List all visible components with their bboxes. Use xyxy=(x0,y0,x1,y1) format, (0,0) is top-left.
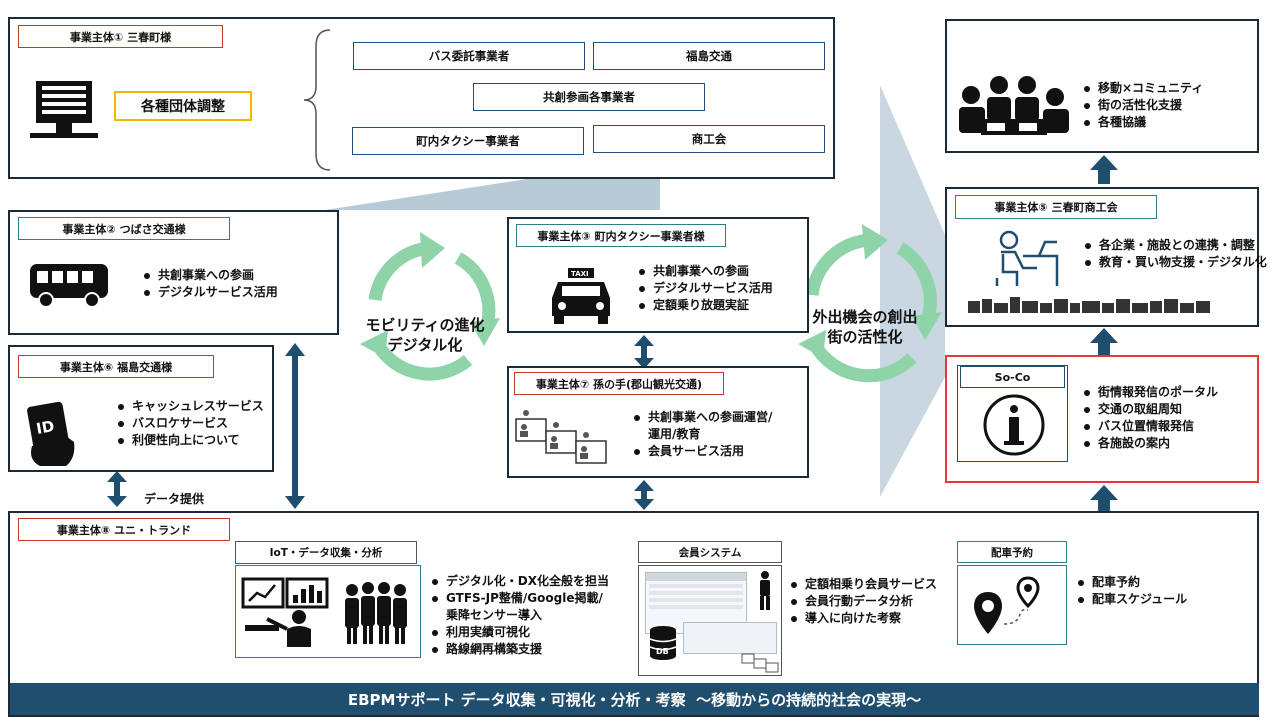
entity3-item: 定額乗り放題実証 xyxy=(637,297,773,314)
member-system-label: 会員システム xyxy=(638,541,782,563)
dispatch-image-frame xyxy=(957,565,1067,645)
iot-label: IoT・データ収集・分析 xyxy=(235,541,417,564)
entity7-item: 共創事業への参画運営/ xyxy=(632,409,772,426)
up-arrows xyxy=(1090,155,1118,511)
entity6-item: バスロケサービス xyxy=(116,415,264,432)
soco-item: 街情報発信のポータル xyxy=(1082,384,1218,401)
curly-brace xyxy=(303,29,331,171)
townscape-icon xyxy=(968,297,1210,313)
iot-item: 利用実績可視化 xyxy=(430,624,609,641)
partner-fukushima-kotsu: 福島交通 xyxy=(593,42,825,70)
iot-list: デジタル化・DX化全般を担当 GTFS-JP整備/Google掲載/ 乗降センサ… xyxy=(430,573,609,658)
iot-image-frame xyxy=(235,565,421,658)
member-list: 定額相乗り会員サービス 会員行動データ分析 導入に向けた考察 xyxy=(789,576,937,627)
data-flow-label: データ提供 xyxy=(144,492,205,506)
soco-item: 各施設の案内 xyxy=(1082,435,1218,452)
screenshot-row xyxy=(649,605,743,609)
partner-bus-contractor: バス委託事業者 xyxy=(353,42,585,70)
community-item: 各種協議 xyxy=(1082,114,1203,131)
screenshot-panel xyxy=(683,622,777,654)
entity2-item: デジタルサービス活用 xyxy=(142,284,278,301)
id-card-hand-icon: ID xyxy=(27,402,75,466)
entity3-list: 共創事業への参画 デジタルサービス活用 定額乗り放題実証 xyxy=(637,263,773,314)
people-meeting-icon xyxy=(959,76,1069,135)
route-pins-icon xyxy=(974,576,1040,634)
screenshot-row xyxy=(649,584,743,588)
building-icon xyxy=(30,81,98,138)
entity7-list: 共創事業への参画運営/ 運用/教育 会員サービス活用 xyxy=(632,409,772,460)
dispatch-label: 配車予約 xyxy=(957,541,1067,563)
entity7-item-continued: 運用/教育 xyxy=(648,427,701,441)
entity6-item: キャッシュレスサービス xyxy=(116,398,264,415)
partner-town-taxi: 町内タクシー事業者 xyxy=(352,127,584,155)
entity6-list: キャッシュレスサービス バスロケサービス 利便性向上について xyxy=(116,398,264,449)
soco-label: So-Co xyxy=(960,366,1065,388)
community-item: 移動×コミュニティ xyxy=(1082,80,1203,97)
partner-cocreation-operators: 共創参画各事業者 xyxy=(473,83,705,111)
soco-item: 交通の取組周知 xyxy=(1082,401,1218,418)
screenshot-row xyxy=(649,591,743,595)
dispatch-item: 配車スケジュール xyxy=(1076,591,1187,608)
partner-chamber-of-commerce: 商工会 xyxy=(593,125,825,153)
entity2-item: 共創事業への参画 xyxy=(142,267,278,284)
soco-list: 街情報発信のポータル 交通の取組周知 バス位置情報発信 各施設の案内 xyxy=(1082,384,1218,452)
entity3-item: 共創事業への参画 xyxy=(637,263,773,280)
desk-worker-icon xyxy=(995,230,1059,286)
dispatch-item: 配車予約 xyxy=(1076,574,1187,591)
community-list: 移動×コミュニティ 街の活性化支援 各種協議 xyxy=(1082,80,1203,131)
analytics-presenter-icon xyxy=(241,577,329,647)
entity7-item: 会員サービス活用 xyxy=(632,443,772,460)
iot-item: デジタル化・DX化全般を担当 xyxy=(430,573,609,590)
community-item: 街の活性化支援 xyxy=(1082,97,1203,114)
entity3-label: 事業主体③ 町内タクシー事業者様 xyxy=(516,224,726,247)
soco-item: バス位置情報発信 xyxy=(1082,418,1218,435)
fan-wedge xyxy=(325,177,660,210)
member-item: 定額相乗り会員サービス xyxy=(789,576,937,593)
entity6-label: 事業主体⑥ 福島交通様 xyxy=(18,355,214,378)
database-icon xyxy=(649,626,677,660)
member-item: 導入に向けた考察 xyxy=(789,610,937,627)
entity3-item: デジタルサービス活用 xyxy=(637,280,773,297)
standing-person-icon xyxy=(760,571,770,610)
entity6-item: 利便性向上について xyxy=(116,432,264,449)
dispatch-list: 配車予約 配車スケジュール xyxy=(1076,574,1187,608)
soco-inner-frame xyxy=(957,365,1068,462)
entity5-item: 教育・買い物支援・デジタル化 xyxy=(1083,254,1267,271)
member-cards-icon xyxy=(515,410,607,464)
info-icon xyxy=(983,394,1045,456)
screenshot-row xyxy=(649,598,743,602)
central-coordination-box: 各種団体調整 xyxy=(114,91,252,121)
member-item: 会員行動データ分析 xyxy=(789,593,937,610)
taxi-icon: TAXI xyxy=(552,268,610,324)
database-label: DB xyxy=(656,647,669,656)
cycle-right-text: 外出機会の創出 街の活性化 xyxy=(812,308,918,346)
cycle-left-text: モビリティの進化 デジタル化 xyxy=(365,316,485,354)
screenshot-header xyxy=(646,573,746,581)
entity1-label: 事業主体① 三春町様 xyxy=(18,25,223,48)
svg-text:ID: ID xyxy=(35,417,56,438)
entity8-label: 事業主体⑧ ユニ・トランド xyxy=(18,518,230,541)
footer-banner: EBPMサポート データ収集・可視化・分析・考察 ～移動からの持続的社会の実現～ xyxy=(10,683,1259,715)
screenshot-window xyxy=(645,572,747,634)
entity5-item: 各企業・施設との連携・調整 xyxy=(1083,237,1267,254)
bus-icon xyxy=(30,264,108,308)
vertical-wedge xyxy=(880,85,945,497)
entity2-list: 共創事業への参画 デジタルサービス活用 xyxy=(142,267,278,301)
cycle-left-graphic xyxy=(368,241,496,381)
iot-item-continued: 乗降センサー導入 xyxy=(446,608,543,622)
svg-text:TAXI: TAXI xyxy=(571,270,589,278)
iot-item: GTFS-JP整備/Google掲載/ xyxy=(430,590,609,607)
double-arrows xyxy=(107,335,654,510)
entity5-list: 各企業・施設との連携・調整 教育・買い物支援・デジタル化 xyxy=(1083,237,1267,271)
entity5-label: 事業主体⑤ 三春町商工会 xyxy=(955,195,1157,219)
crowd-icon xyxy=(345,582,407,644)
iot-item: 路線網再構築支援 xyxy=(430,641,609,658)
entity2-label: 事業主体② つばさ交通様 xyxy=(18,217,230,240)
entity7-label: 事業主体⑦ 孫の手(郡山観光交通) xyxy=(514,372,724,395)
small-id-cards-icon xyxy=(741,653,779,673)
cycle-right-graphic xyxy=(805,233,937,383)
